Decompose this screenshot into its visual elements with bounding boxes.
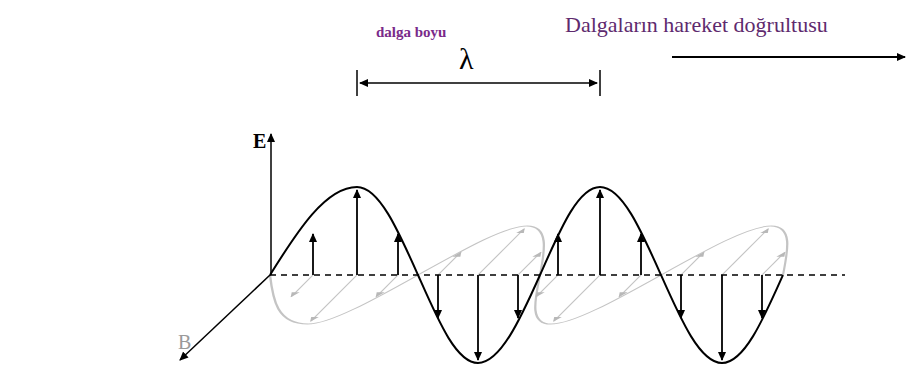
direction-arrow (672, 56, 905, 58)
dimension-tick (599, 70, 601, 96)
axis-label: E (253, 130, 266, 153)
e-axis (270, 134, 272, 275)
electric-field-wave (270, 187, 783, 363)
wavelength-arrow (360, 82, 597, 84)
axis-label: B (178, 331, 191, 354)
wavelength-label: dalga boyu (376, 24, 446, 41)
wavelength-symbol: λ (459, 42, 474, 77)
b-axis (180, 275, 270, 360)
direction-label: Dalgaların hareket doğrultusu (565, 12, 828, 37)
dimension-tick (356, 70, 358, 96)
